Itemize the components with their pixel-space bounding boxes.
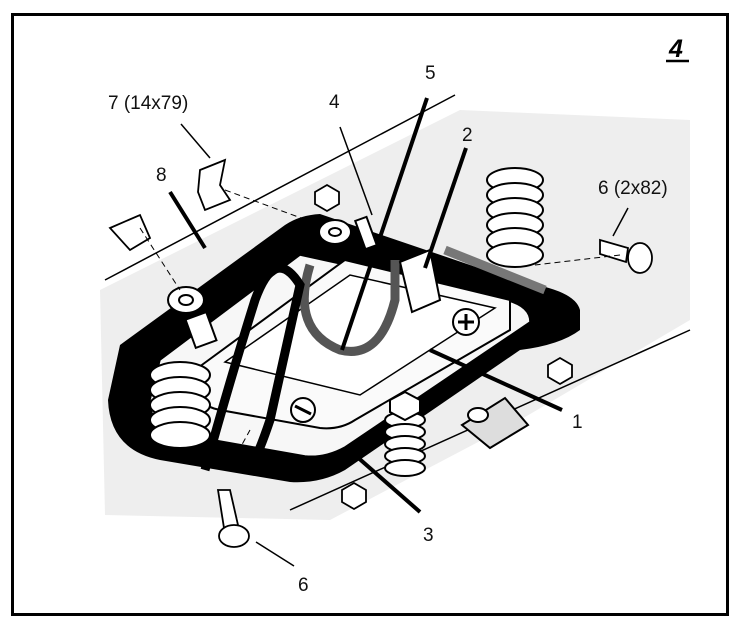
wing-nuts (108, 158, 232, 252)
plate-edge-top (104, 94, 456, 281)
ground-bracket (460, 396, 530, 450)
figure-number: 4 (668, 35, 683, 63)
callout-6: 6 (298, 575, 309, 596)
wire-ground-grey (443, 245, 547, 295)
spring-top-right (486, 167, 544, 268)
callout-8: 8 (156, 165, 167, 186)
spring-front (384, 390, 426, 477)
screw-bottom (216, 489, 250, 548)
wire-harness-grey (299, 260, 400, 356)
figure-frame (11, 13, 729, 616)
screw-top-right (599, 238, 653, 274)
callout-2: 2 (462, 125, 473, 146)
leader-lines-thin (180, 123, 629, 567)
callout-4: 4 (329, 92, 340, 113)
callout-3: 3 (423, 525, 434, 546)
callout-5: 5 (425, 63, 436, 84)
callout-7-14x79: 7 (14x79) (108, 93, 188, 114)
callout-6-2x82: 6 (2x82) (598, 178, 668, 199)
spring-left (149, 361, 211, 449)
artwork-body (100, 94, 691, 567)
callout-1: 1 (572, 412, 583, 433)
wire-black-lead (200, 263, 305, 473)
assembly-dashes (139, 189, 621, 471)
switch-tab-2 (398, 248, 442, 314)
hex-bolts (314, 183, 573, 511)
leader-lines (168, 97, 563, 514)
ring-terminals (167, 215, 379, 350)
